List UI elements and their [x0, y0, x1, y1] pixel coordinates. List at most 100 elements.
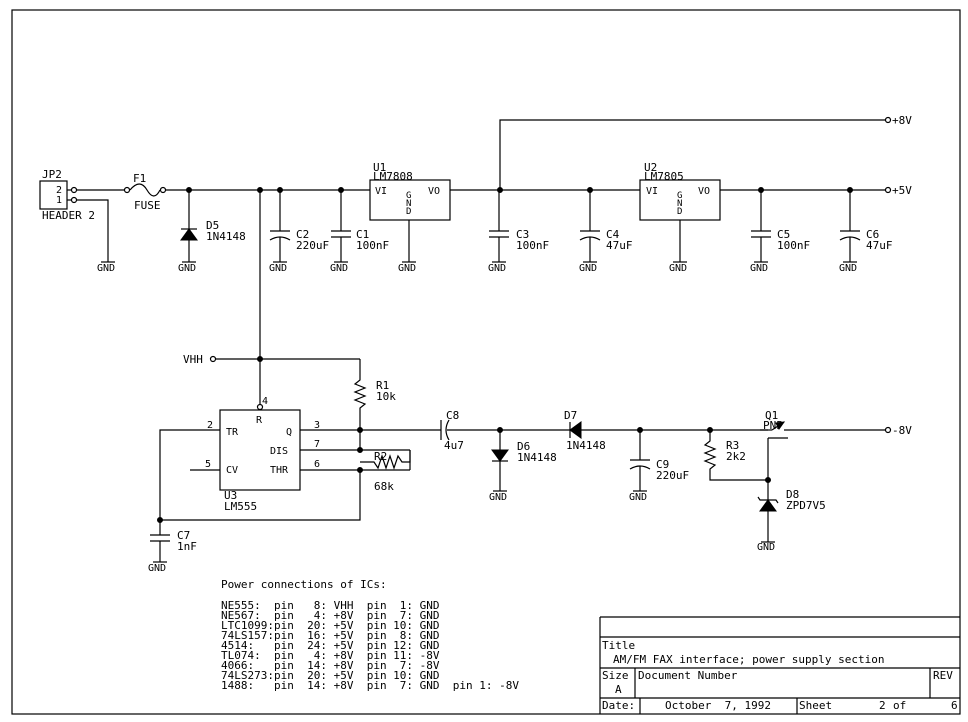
- u2-value: LM7805: [644, 170, 684, 183]
- size-label: Size: [602, 669, 629, 682]
- date-label: Date:: [602, 699, 635, 712]
- u2-ref: U2: [644, 161, 657, 174]
- gnd-label-jp2: GND: [97, 263, 115, 274]
- u3-pin-q: Q: [286, 427, 292, 438]
- zener-d8: D8 ZPD7V5 GND: [757, 488, 826, 553]
- gnd-label-c4: GND: [579, 263, 597, 274]
- d7-value: 1N4148: [566, 439, 606, 452]
- c4-ref: C4: [606, 228, 620, 241]
- resistor-r1: R1 10k: [353, 359, 396, 450]
- connector-jp2: JP2 2 1 HEADER 2: [39, 168, 95, 222]
- c1-value: 100nF: [356, 239, 389, 252]
- f1-value: FUSE: [134, 199, 161, 212]
- rail-vhh-label: VHH: [183, 353, 203, 366]
- rail-plus8v-label: +8V: [892, 114, 912, 127]
- rail-plus5v-label: +5V: [892, 184, 912, 197]
- jp2-value: HEADER 2: [42, 209, 95, 222]
- capacitor-c8: C8 4u7: [440, 409, 464, 452]
- c5-ref: C5: [777, 228, 790, 241]
- c4-value: 47uF: [606, 239, 633, 252]
- capacitor-c7: C7 1nF GND: [148, 529, 197, 574]
- capacitor-c2: C2 220uF GND: [269, 190, 329, 274]
- c3-ref: C3: [516, 228, 529, 241]
- c5-value: 100nF: [777, 239, 810, 252]
- power-note-heading: Power connections of ICs:: [221, 578, 387, 591]
- resistor-r3: R3 2k2: [703, 430, 768, 481]
- u3-pin-thr-num: 6: [314, 459, 320, 470]
- power-note-line: NE555: pin 8: VHH pin 1: GND: [221, 599, 440, 612]
- u2-gnd-n: N: [677, 199, 682, 209]
- gnd-label-c3: GND: [488, 263, 506, 274]
- gnd-label-u2: GND: [669, 263, 687, 274]
- resistor-r2: R2 68k: [360, 450, 411, 493]
- jp2-ref: JP2: [42, 168, 62, 181]
- gnd-label-c2: GND: [269, 263, 287, 274]
- capacitor-c9: C9 220uF GND: [629, 430, 689, 503]
- c2-ref: C2: [296, 228, 309, 241]
- diode-d6: D6 1N4148 GND: [489, 430, 557, 503]
- d7-ref: D7: [564, 409, 577, 422]
- gnd-label-d6: GND: [489, 492, 507, 503]
- sheet-border: [11, 9, 961, 715]
- power-note-line: NE567: pin 4: +8V pin 7: GND: [221, 609, 440, 622]
- gnd-label-d8: GND: [757, 542, 775, 553]
- rail-minus8v-label: -8V: [892, 424, 912, 437]
- u3-pin-q-num: 3: [314, 420, 320, 431]
- timer-u3: 4 R TR Q DIS CV THR 2 3 7 5 6 U3 LM555: [190, 396, 320, 513]
- diode-d5: D5 1N4148 GND: [178, 190, 246, 274]
- u1-vo: VO: [428, 186, 440, 197]
- power-note-line: 1488: pin 14: +8V pin 7: GND pin 1: -8V: [221, 679, 519, 692]
- d5-value: 1N4148: [206, 230, 246, 243]
- jp2-pin-1: 1: [56, 195, 62, 206]
- r2-value: 68k: [374, 480, 394, 493]
- u3-pin-cv-num: 5: [205, 459, 211, 470]
- capacitor-c5: C5 100nF GND: [750, 190, 810, 274]
- power-note-line: LTC1099:pin 20: +5V pin 10: GND: [221, 619, 440, 632]
- d8-ref: D8: [786, 488, 799, 501]
- c6-ref: C6: [866, 228, 879, 241]
- q1-ref: Q1: [765, 409, 778, 422]
- power-note-line: 74LS273:pin 20: +5V pin 10: GND: [221, 669, 440, 682]
- u1-value: LM7808: [373, 170, 413, 183]
- u2-gnd-g: G: [677, 191, 682, 201]
- u1-gnd-d: D: [406, 207, 411, 217]
- r1-ref: R1: [376, 379, 389, 392]
- regulator-u2: U2 LM7805 VI VO G N D GND: [639, 161, 721, 274]
- gnd-label-c9: GND: [629, 492, 647, 503]
- u1-ref: U1: [373, 161, 386, 174]
- c9-value: 220uF: [656, 469, 689, 482]
- d5-ref: D5: [206, 219, 219, 232]
- capacitor-c3: C3 100nF GND: [488, 190, 549, 274]
- d6-value: 1N4148: [517, 451, 557, 464]
- u3-value: LM555: [224, 500, 257, 513]
- c6-value: 47uF: [866, 239, 893, 252]
- d6-ref: D6: [517, 440, 530, 453]
- gnd-label-c6: GND: [839, 263, 857, 274]
- sheet-number: 2: [879, 699, 886, 712]
- sheet-label: Sheet: [799, 699, 832, 712]
- document-number-label: Document Number: [638, 669, 738, 682]
- regulator-u1: U1 LM7808 VI VO G N D GND: [369, 161, 451, 274]
- capacitor-c1: C1 100nF GND: [330, 190, 389, 274]
- sheet-of-label: of: [893, 699, 906, 712]
- power-note-line: 74LS157:pin 16: +5V pin 8: GND: [221, 629, 440, 642]
- capacitor-c4: C4 47uF GND: [579, 190, 633, 274]
- u2-vo: VO: [698, 186, 710, 197]
- r3-value: 2k2: [726, 450, 746, 463]
- u3-pin-tr: TR: [226, 427, 239, 438]
- title-block: Title AM/FM FAX interface; power supply …: [599, 616, 960, 714]
- u1-gnd-g: G: [406, 191, 411, 201]
- power-note-line: 4514: pin 24: +5V pin 12: GND: [221, 639, 440, 652]
- r1-value: 10k: [376, 390, 396, 403]
- u1-vi: VI: [375, 186, 387, 197]
- f1-ref: F1: [133, 172, 146, 185]
- rev-label: REV: [933, 669, 953, 682]
- r2-ref: R2: [374, 450, 387, 463]
- date-value: October 7, 1992: [665, 699, 771, 712]
- u3-pin-thr: THR: [270, 465, 289, 476]
- u3-pin-dis: DIS: [270, 446, 288, 457]
- c3-value: 100nF: [516, 239, 549, 252]
- gnd-label-d5: GND: [178, 263, 196, 274]
- c7-ref: C7: [177, 529, 190, 542]
- power-note-line: TL074: pin 4: +8V pin 11: -8V: [221, 649, 440, 662]
